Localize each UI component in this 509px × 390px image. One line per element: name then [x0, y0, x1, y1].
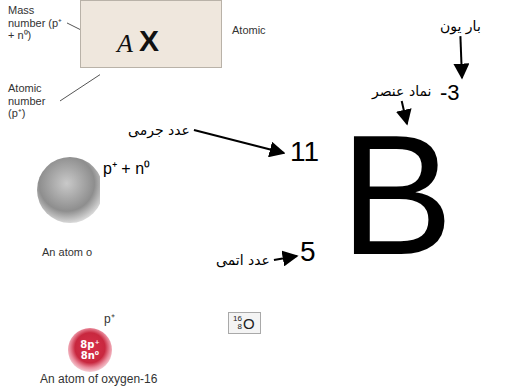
atomic-arrow: [274, 256, 297, 260]
particle-count: 8p⁺: [80, 339, 99, 350]
element-symbol: X: [139, 26, 159, 56]
proton-label: p⁺: [104, 313, 115, 327]
charge-arrow: [460, 36, 462, 78]
oxygen-caption: An atom of oxygen-16: [40, 373, 157, 387]
atom-caption: An atom o: [42, 246, 92, 259]
atomic-number-value: 5: [300, 236, 316, 268]
atomic-number: 8: [237, 323, 241, 331]
element-symbol-fa: نماد عنصر: [372, 83, 431, 99]
mass-number-fa: عدد جرمی: [128, 122, 190, 138]
mass-formula: p⁺ + n⁰: [103, 160, 150, 178]
mass-number: 16: [233, 315, 242, 323]
atomic-label: Atomic: [232, 24, 266, 37]
mass-number-label: Mass number (p⁺ + n⁰): [8, 4, 63, 42]
particle-count: 8n⁰: [81, 350, 99, 361]
white-panel: [100, 68, 509, 315]
grey-atom: [37, 157, 103, 223]
ion-charge-fa: بار یون: [440, 18, 481, 34]
oxygen-notation-box: 168O: [228, 312, 261, 334]
mass-arrow: [194, 130, 284, 153]
ion-charge-value: -3: [440, 82, 460, 104]
oxygen-atom: 8p⁺8n⁰: [68, 328, 112, 372]
atomic-number-fa: عدد اتمی: [216, 252, 270, 268]
element-symbol: O: [243, 316, 255, 331]
element-symbol-big: B: [340, 110, 453, 280]
atomic-leader: [60, 72, 104, 101]
mass-symbol: A: [117, 31, 133, 57]
atomic-number-label: Atomic number (p⁺): [8, 82, 56, 120]
atom-circle: [68, 328, 112, 372]
nuclide-numbers: 168: [233, 315, 242, 331]
mass-number-value: 11: [290, 136, 319, 168]
symbol-card: AX: [80, 0, 222, 68]
